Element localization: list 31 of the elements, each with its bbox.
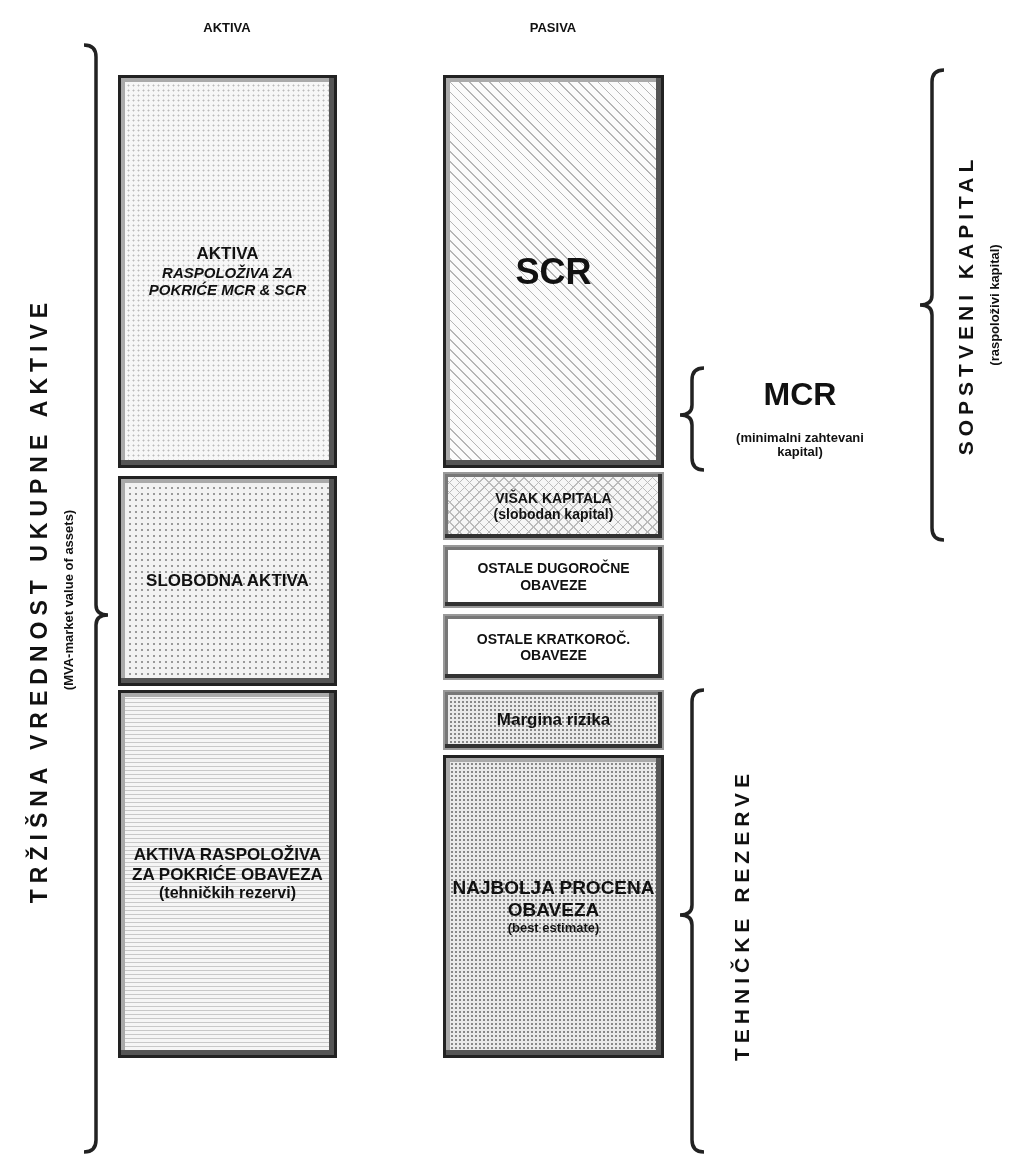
asset-block	[118, 476, 337, 686]
column-heading: PASIVA	[529, 20, 577, 36]
side-sublabel: (raspoloživi kapital)	[987, 244, 1003, 366]
liability-block	[443, 472, 664, 540]
block-sublabel: (slobodan kapital)	[492, 506, 615, 523]
liability-block	[443, 614, 664, 680]
block-label: OSTALE KRATKOROČ. OBAVEZE	[475, 630, 632, 664]
asset-block	[118, 690, 337, 1058]
side-sublabel: (MVA-market value of assets)	[61, 509, 77, 691]
asset-block	[118, 75, 337, 468]
block-label: Margina rizika	[495, 710, 612, 730]
side-label: TEHNIČKE REZERVE	[730, 769, 754, 1061]
block-label: SCR	[514, 250, 593, 293]
block-label: OSTALE DUGOROČNE OBAVEZE	[476, 560, 631, 593]
block-label: AKTIVA	[195, 244, 260, 264]
liability-block	[443, 545, 664, 608]
side-label: SOPSTVENI KAPITAL	[954, 154, 978, 456]
block-sublabel: RASPOLOŽIVA ZA POKRIĆE MCR & SCR	[147, 264, 308, 299]
side-label: TRŽIŠNA VREDNOST UKUPNE AKTIVE	[27, 296, 53, 904]
column-heading: AKTIVA	[203, 20, 251, 36]
block-sublabel: (best estimate)	[506, 920, 601, 936]
block-label: AKTIVA RASPOLOŽIVA ZA POKRIĆE OBAVEZA	[131, 845, 324, 885]
block-label: VIŠAK KAPITALA	[494, 489, 613, 506]
block-sublabel: (tehničkih rezervi)	[158, 884, 297, 903]
liability-block	[443, 755, 664, 1058]
side-sublabel: (minimalni zahtevani kapital)	[735, 430, 865, 460]
side-label: MCR	[763, 377, 837, 413]
liability-block	[443, 75, 664, 468]
block-label: SLOBODNA AKTIVA	[145, 571, 310, 591]
liability-block	[443, 690, 664, 750]
block-label: NAJBOLJA PROCENA OBAVEZA	[451, 877, 656, 921]
